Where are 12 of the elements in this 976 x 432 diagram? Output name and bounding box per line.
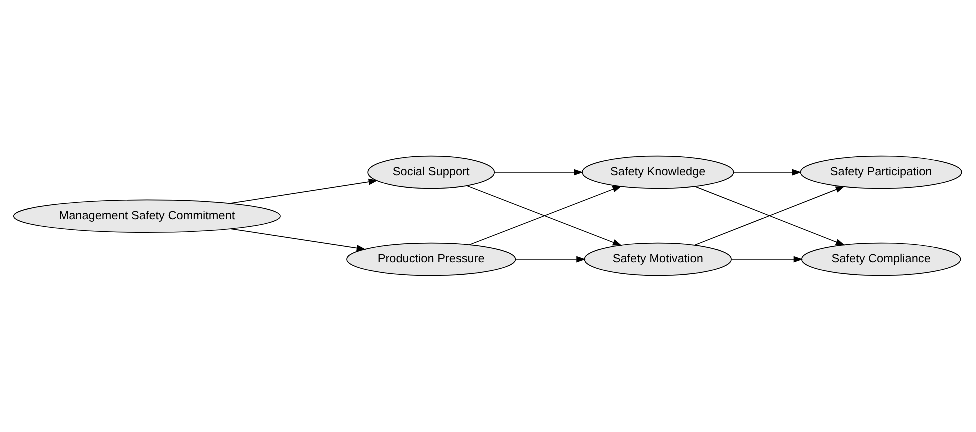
- node-ellipse: Safety Knowledge: [582, 156, 734, 190]
- node-ellipse: Safety Participation: [800, 156, 962, 190]
- arrow: [515, 256, 586, 263]
- arrow: [731, 256, 804, 263]
- arrow: [494, 169, 584, 176]
- arrow: [230, 228, 366, 252]
- node-ellipse: Safety Compliance: [801, 242, 962, 276]
- arrow: [229, 178, 378, 204]
- arrow: [734, 169, 802, 176]
- node-ellipse: Safety Motivation: [584, 242, 732, 276]
- node-ellipse: Production Pressure: [346, 242, 516, 276]
- node-ellipse: Management Safety Commitment: [13, 200, 281, 234]
